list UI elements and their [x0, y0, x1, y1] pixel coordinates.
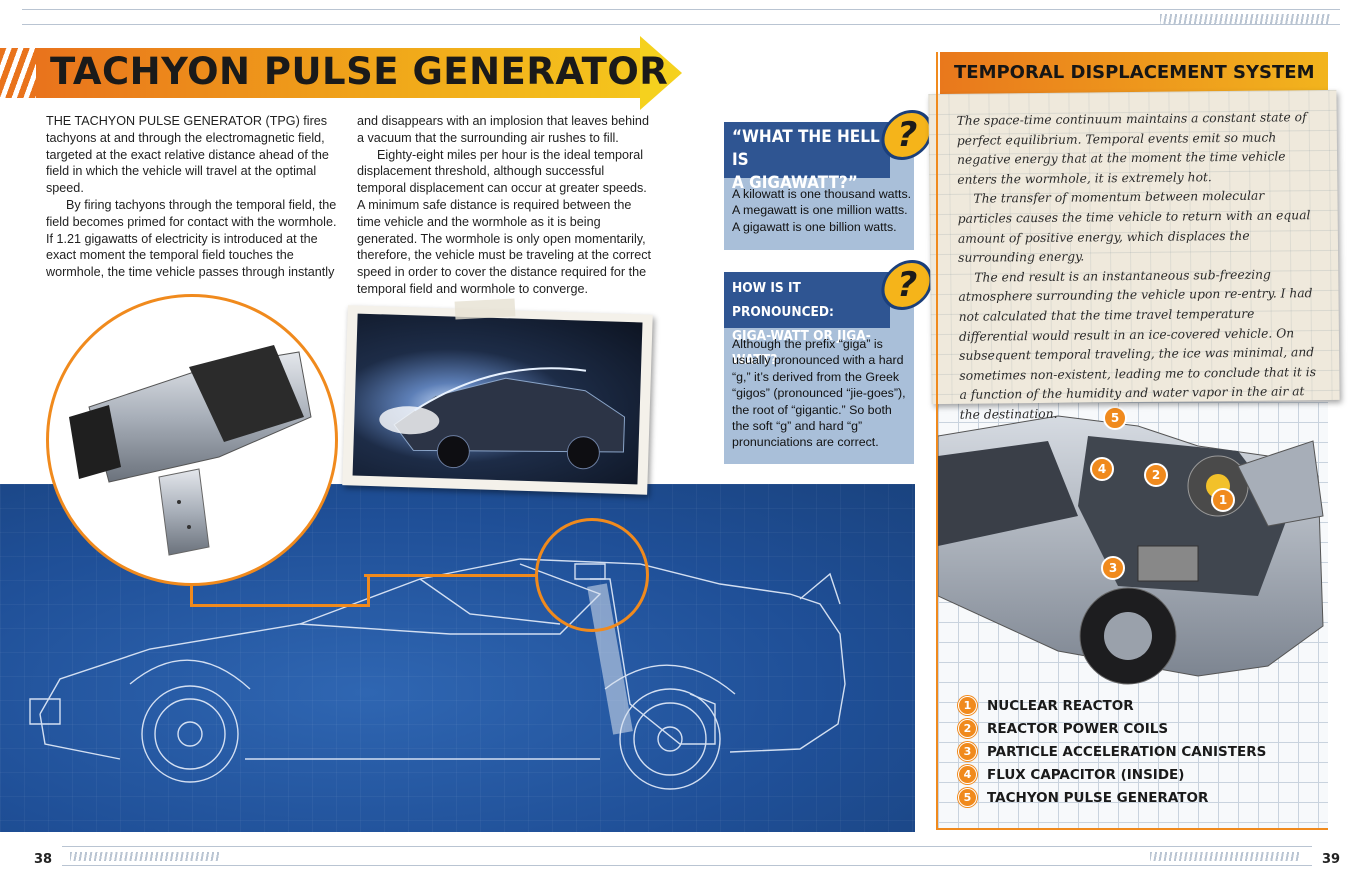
section-heading-banner [940, 52, 1328, 94]
body-column-2: and disappears with an implosion that le… [357, 113, 652, 298]
callout-marker: 5 [1103, 406, 1127, 430]
tpg-part-illustration [69, 345, 312, 556]
body-paragraph: THE TACHYON PULSE GENERATOR (TPG) fires … [46, 114, 329, 196]
photo-image [352, 313, 643, 485]
tpg-callout-circle [535, 518, 649, 632]
legend-label: FLUX CAPACITOR (INSIDE) [987, 766, 1185, 783]
box-heading-line: HOW IS IT PRONOUNCED: [732, 280, 834, 320]
box-line: A gigawatt is one billion watts. [732, 219, 897, 234]
section-title: TEMPORAL DISPLACEMENT SYSTEM [954, 62, 1315, 83]
callout-marker: 1 [1211, 488, 1235, 512]
title-banner [36, 48, 646, 98]
legend-label: REACTOR POWER COILS [987, 720, 1169, 737]
page-title: TACHYON PULSE GENERATOR [50, 50, 669, 93]
legend-label: PARTICLE ACCELERATION CANISTERS [987, 743, 1267, 760]
callout-marker: 3 [1101, 556, 1125, 580]
legend-label: NUCLEAR REACTOR [987, 697, 1134, 714]
legend-label: TACHYON PULSE GENERATOR [987, 789, 1209, 806]
legend-number: 1 [958, 696, 977, 715]
box-heading: “WHAT THE HELL IS A GIGAWATT?” [724, 122, 890, 193]
callout-marker: 4 [1090, 457, 1114, 481]
box-line: A kilowatt is one thousand watts. [732, 187, 912, 201]
body-paragraph: By firing tachyons through the temporal … [46, 197, 337, 280]
legend-number: 2 [958, 719, 977, 738]
box-heading-line: “WHAT THE HELL IS [732, 127, 880, 170]
page-number-right: 39 [1322, 852, 1341, 867]
legend-number: 4 [958, 765, 977, 784]
legend-item: 1 NUCLEAR REACTOR [958, 694, 1318, 717]
box-heading: HOW IS IT PRONOUNCED: GIGA-WATT OR JIGA-… [724, 272, 890, 368]
legend-item: 5 TACHYON PULSE GENERATOR [958, 786, 1318, 809]
top-rule [22, 9, 1340, 25]
callout-connector-line [190, 576, 370, 607]
body-paragraph: and disappears with an implosion that le… [357, 114, 649, 145]
legend-item: 4 FLUX CAPACITOR (INSIDE) [958, 763, 1318, 786]
bottom-hatch-decoration [70, 852, 220, 861]
delorean-engine-illustration [938, 415, 1324, 685]
box-text: A kilowatt is one thousand watts. A mega… [732, 186, 914, 235]
callout-connector-line [364, 574, 536, 577]
bottom-hatch-decoration [1150, 852, 1300, 861]
body-column-1: THE TACHYON PULSE GENERATOR (TPG) fires … [46, 113, 338, 281]
title-stripes-decoration [0, 48, 40, 98]
delorean-photo [342, 305, 653, 495]
pronunciation-sidebar-box: HOW IS IT PRONOUNCED: GIGA-WATT OR JIGA-… [724, 272, 914, 464]
box-heading-line: GIGA-WATT OR JIGA-WATT? [732, 328, 871, 368]
page-number-left: 38 [34, 852, 53, 867]
question-mark-icon: ? [876, 260, 938, 310]
bottom-rule [62, 846, 1312, 866]
body-paragraph: Eighty-eight miles per hour is the ideal… [357, 147, 652, 296]
top-hatch-decoration [1160, 14, 1330, 24]
legend-item: 3 PARTICLE ACCELERATION CANISTERS [958, 740, 1318, 763]
box-text: Although the prefix “giga” is usually pr… [732, 337, 906, 450]
legend-number: 3 [958, 742, 977, 761]
legend-item: 2 REACTOR POWER COILS [958, 717, 1318, 740]
legend-number: 5 [958, 788, 977, 807]
tape-decoration [454, 298, 516, 320]
tpg-part-inset [46, 294, 338, 586]
title-arrow-decoration [640, 36, 682, 110]
panel-border [936, 52, 1328, 830]
callout-marker: 2 [1144, 463, 1168, 487]
box-line: A megawatt is one million watts. [732, 203, 908, 218]
box-heading-line: A GIGAWATT?” [732, 173, 858, 193]
